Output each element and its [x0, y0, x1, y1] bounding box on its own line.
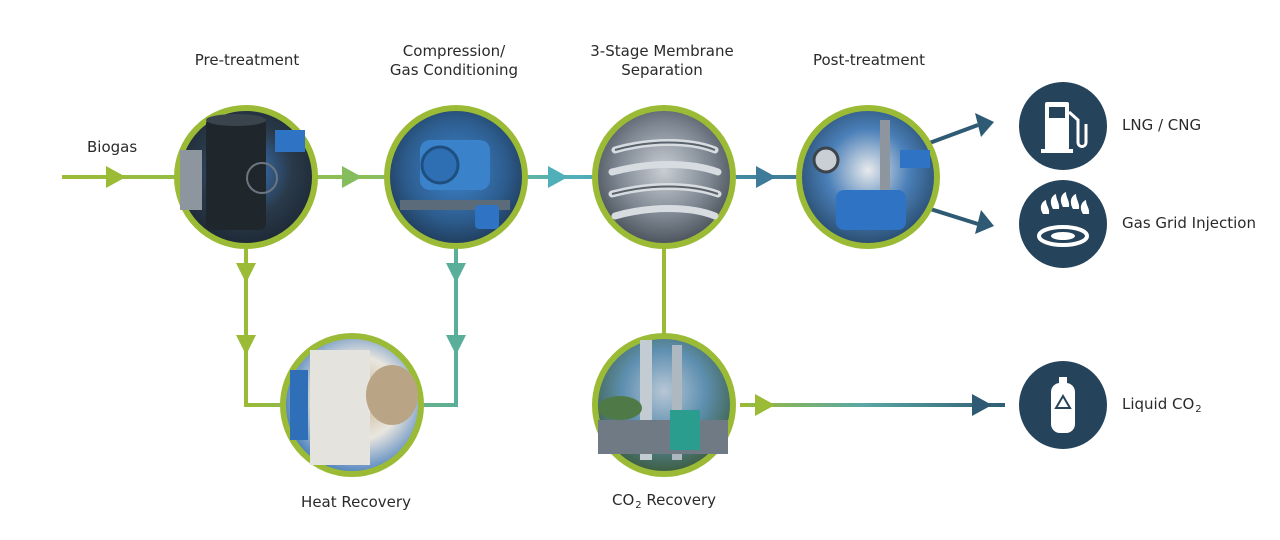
membrane-label: 3-Stage Membrane Separation: [590, 42, 733, 80]
gas-burner-icon: [1019, 180, 1107, 268]
fuel-pump-icon: [1019, 82, 1107, 170]
arrow-to-grid: [975, 210, 994, 234]
arrow-pre-down-2: [236, 335, 256, 355]
compression-label-line2: Gas Conditioning: [389, 61, 519, 79]
compression-label: Compression/ Gas Conditioning: [390, 42, 518, 80]
co2-recovery-label: CO2 Recovery: [612, 491, 716, 515]
arrow-to-membrane: [548, 166, 568, 188]
biogas-label: Biogas: [87, 138, 138, 156]
arrow-to-posttreatment: [756, 166, 776, 188]
gas-grid-label: Gas Grid Injection: [1122, 214, 1256, 232]
stage-co2-recovery-photo: [592, 333, 736, 477]
liquid-co2-label: Liquid CO2: [1122, 395, 1202, 419]
lng-cng-label: LNG / CNG: [1122, 116, 1202, 134]
membrane-label-line2: Separation: [621, 61, 703, 79]
arrow-to-liquid-co2: [972, 394, 992, 416]
arrow-co2-out: [755, 394, 775, 416]
gas-cylinder-icon: [1019, 361, 1107, 449]
arrow-pre-down-1: [236, 263, 256, 283]
heat-recovery-label: Heat Recovery: [301, 493, 411, 511]
arrow-biogas-in: [106, 166, 126, 188]
co2-recovery-label-sub: 2: [635, 500, 642, 511]
liquid-co2-label-prefix: Liquid CO: [1122, 395, 1195, 413]
liquid-co2-label-sub: 2: [1195, 404, 1202, 415]
arrow-comp-down-2: [446, 335, 466, 355]
stage-pretreatment-photo: [174, 105, 318, 249]
arrow-to-lng: [975, 113, 994, 137]
co2-recovery-label-suffix: Recovery: [641, 491, 716, 509]
stage-compression-photo: [384, 105, 528, 249]
arrow-comp-down-1: [446, 263, 466, 283]
compression-label-line1: Compression/: [402, 42, 506, 60]
arrow-to-compression: [342, 166, 362, 188]
stage-posttreatment-photo: [796, 105, 940, 249]
pretreatment-label: Pre-treatment: [194, 51, 300, 69]
stage-heat-recovery-photo: [280, 333, 424, 477]
membrane-label-line1: 3-Stage Membrane: [590, 42, 734, 60]
posttreatment-label: Post-treatment: [812, 51, 926, 69]
stage-membrane-photo: [592, 105, 736, 249]
flow-arrows: [106, 113, 994, 416]
co2-recovery-label-prefix: CO: [612, 491, 635, 509]
